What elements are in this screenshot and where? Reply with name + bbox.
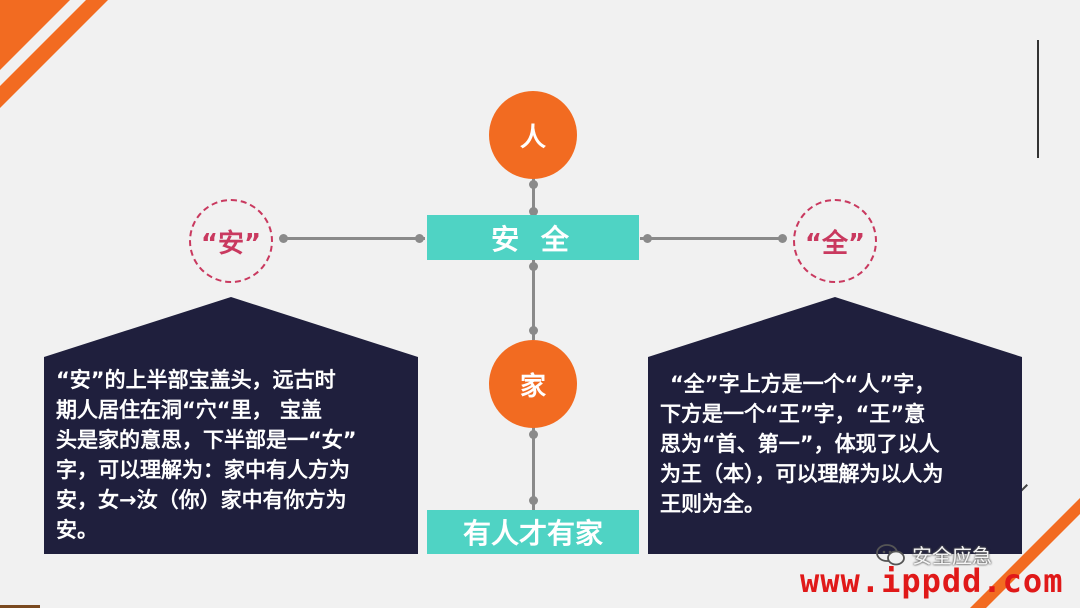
person-circle: 人	[489, 91, 577, 179]
connector-dot	[529, 262, 538, 271]
an-explanation-line: 期人居住在洞“穴“里， 宝盖	[56, 398, 322, 422]
wechat-account-name: 安全应急	[912, 544, 992, 568]
site-url-watermark: www.ippdd.com	[800, 562, 1064, 600]
quan-explanation-panel: “全”字上方是一个“人”字， 下方是一个“王”字，“王”意 思为“首、第一”，体…	[648, 357, 1022, 554]
an-character-label: “安”	[200, 228, 262, 259]
connector-bottom	[532, 408, 535, 510]
connector-middle	[532, 260, 535, 340]
home-circle-label: 家	[519, 371, 546, 402]
decorative-vertical-line	[1037, 40, 1039, 158]
connector-dot	[778, 234, 787, 243]
connector-dot	[643, 234, 652, 243]
quan-explanation-line: “全”字上方是一个“人”字，	[670, 372, 936, 396]
connector-dot	[529, 326, 538, 335]
an-explanation-line: “安”的上半部宝盖头，远古时	[56, 368, 336, 392]
connector-dot	[529, 180, 538, 189]
safety-bar-label: 安 全	[491, 222, 575, 256]
people-home-bar-label: 有人才有家	[462, 517, 603, 550]
left-panel-roof	[44, 297, 418, 357]
quan-explanation-line: 王则为全。	[660, 492, 765, 516]
connector-dot	[529, 207, 538, 216]
connector-right	[640, 237, 785, 240]
quan-character-badge: “全”	[793, 199, 877, 283]
people-home-bar: 有人才有家	[427, 510, 639, 554]
quan-explanation-line: 为王（本），可以理解为以人为	[660, 462, 944, 486]
wechat-watermark: 安全应急	[876, 540, 992, 569]
an-explanation-line: 安，女→汝（你）家中有你方为	[56, 488, 347, 512]
wechat-icon	[876, 543, 906, 567]
right-panel-roof	[648, 297, 1022, 357]
an-explanation-line: 安。	[56, 518, 98, 542]
connector-left	[283, 237, 425, 240]
bottom-left-strip	[0, 605, 40, 608]
corner-decoration-fill	[0, 0, 70, 70]
an-explanation-panel: “安”的上半部宝盖头，远古时 期人居住在洞“穴“里， 宝盖 头是家的意思，下半部…	[44, 357, 418, 554]
quan-character-label: “全”	[804, 228, 866, 259]
connector-dot	[529, 430, 538, 439]
connector-dot	[529, 496, 538, 505]
person-circle-label: 人	[519, 122, 546, 153]
an-explanation-line: 字，可以理解为：家中有人方为	[56, 458, 350, 482]
connector-dot	[279, 234, 288, 243]
quan-explanation-line: 思为“首、第一”，体现了以人	[660, 432, 940, 456]
an-character-badge: “安”	[189, 199, 273, 283]
home-circle: 家	[489, 340, 577, 428]
connector-dot	[415, 234, 424, 243]
safety-bar: 安 全	[427, 215, 639, 260]
quan-explanation-line: 下方是一个“王”字，“王”意	[660, 402, 926, 426]
an-explanation-line: 头是家的意思，下半部是一“女”	[56, 428, 357, 452]
